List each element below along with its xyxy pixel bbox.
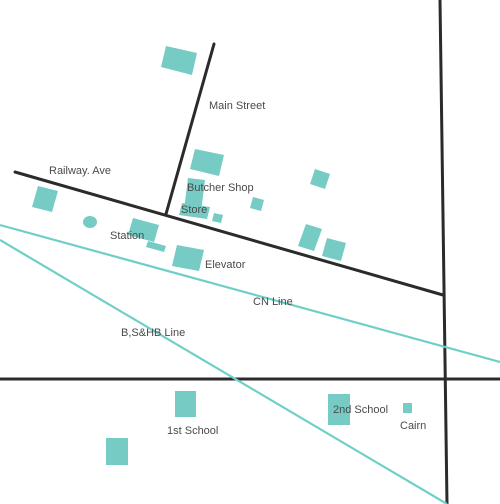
building-cairn: [403, 403, 412, 413]
east-road: [438, 0, 449, 504]
building-small-store-annex: [212, 213, 223, 223]
label-elevator: Elevator: [205, 259, 246, 271]
main-street-road: [164, 42, 216, 216]
label-butcher-shop: Butcher Shop: [187, 182, 254, 194]
building-main-street: [190, 149, 224, 176]
label-first-school: 1st School: [167, 425, 218, 437]
label-cn-line: CN Line: [253, 296, 293, 308]
building-small-central: [250, 197, 264, 211]
building-east-lower-right: [322, 238, 346, 261]
cn-line-track: [0, 223, 500, 364]
building-round-west: [83, 216, 97, 228]
label-railway-ave: Railway. Ave: [49, 165, 111, 177]
building-butcher-shop: [184, 178, 205, 212]
label-store: Store: [181, 204, 207, 216]
label-station: Station: [110, 230, 144, 242]
bshb-line-track: [0, 239, 448, 504]
label-main-street: Main Street: [209, 100, 265, 112]
building-southwest: [106, 438, 128, 465]
building-station-platform: [146, 241, 166, 252]
building-first-school: [175, 391, 196, 417]
label-second-school: 2nd School: [333, 404, 388, 416]
building-east-upper: [310, 169, 330, 189]
building-store: [179, 203, 210, 219]
building-east-lower-left: [298, 224, 322, 251]
building-elevator: [172, 245, 204, 271]
building-second-school: [328, 394, 350, 425]
building-station: [128, 218, 159, 242]
label-bshb-line: B,S&HB Line: [121, 327, 185, 339]
building-north: [161, 46, 197, 75]
building-west: [32, 186, 58, 212]
railway-ave-road: [13, 170, 445, 297]
label-cairn: Cairn: [400, 420, 426, 432]
